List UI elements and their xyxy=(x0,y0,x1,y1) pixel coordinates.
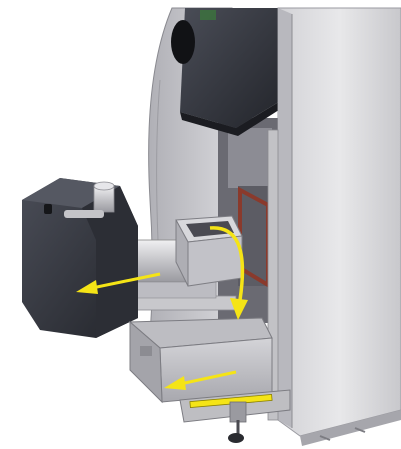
ash-pan xyxy=(128,317,273,404)
cabinet-door xyxy=(267,7,401,446)
ash-pan-rail xyxy=(179,389,291,443)
housing-port xyxy=(171,20,195,64)
burner-housing xyxy=(22,178,138,338)
motion-arrows xyxy=(76,226,248,390)
arrow-ashpan-removal xyxy=(164,370,237,390)
handle-knob xyxy=(228,433,244,443)
burner-grate xyxy=(175,215,243,287)
top-fan-housing xyxy=(171,8,282,136)
arrow-burner-removal xyxy=(76,272,161,294)
arrow-ash-flow xyxy=(209,226,248,320)
